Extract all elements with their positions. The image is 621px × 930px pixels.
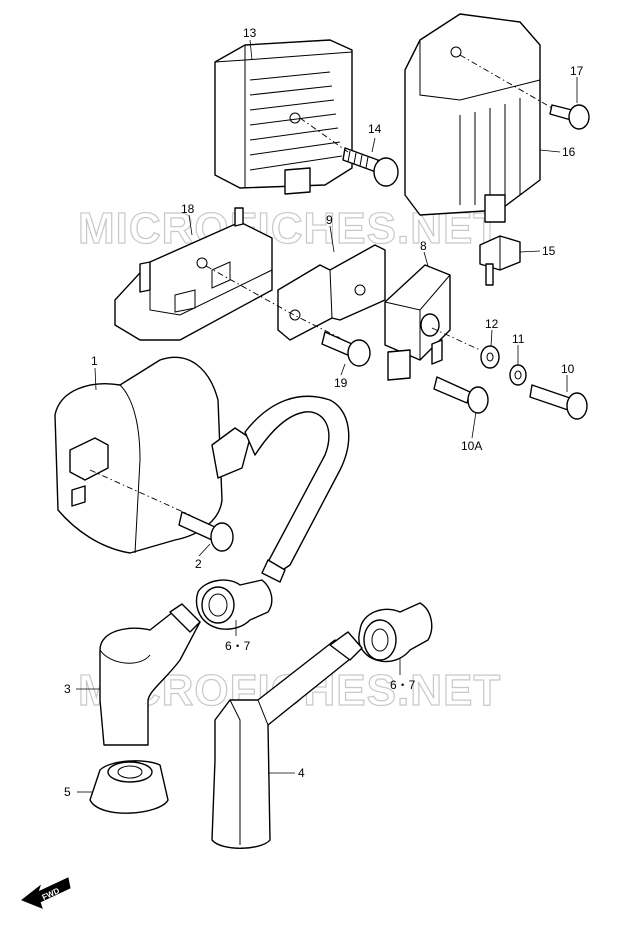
part-10a-screw[interactable] — [433, 376, 489, 414]
callout-16: 16 — [562, 145, 576, 159]
part-12-washer[interactable] — [480, 345, 500, 369]
callout-8: 8 — [420, 239, 427, 253]
callout-18: 18 — [181, 202, 195, 216]
callout-19: 19 — [334, 376, 348, 390]
part-1-ignition-coil[interactable] — [54, 356, 350, 583]
part-10-screw[interactable] — [529, 384, 588, 420]
callout-11: 11 — [512, 332, 525, 346]
callout-14: 14 — [368, 122, 382, 136]
part-5-cover[interactable] — [89, 760, 169, 814]
callout-5: 5 — [64, 785, 71, 799]
callout-17: 17 — [570, 64, 584, 78]
part-6-7-seal-lower[interactable] — [358, 602, 433, 663]
fwd-arrow: FWD — [21, 877, 71, 909]
part-11-lockwasher[interactable] — [509, 364, 527, 386]
part-2-screw[interactable] — [178, 511, 234, 552]
callout-4: 4 — [298, 766, 305, 780]
fwd-label: FWD — [41, 886, 62, 902]
callout-2: 2 — [195, 557, 202, 571]
part-17-screw[interactable] — [549, 104, 590, 130]
part-6-7-seal-upper[interactable] — [195, 579, 273, 630]
part-18-bracket[interactable] — [114, 207, 273, 341]
callout-9: 9 — [326, 213, 333, 227]
part-16-regulator[interactable] — [404, 13, 541, 223]
part-13-regulator[interactable] — [214, 39, 353, 195]
callout-10: 10 — [561, 362, 575, 376]
callout-6-7-lower: 6・7 — [390, 678, 416, 692]
callout-6-7-upper: 6・7 — [225, 639, 251, 653]
part-9-plate[interactable] — [277, 244, 386, 341]
part-14-screw[interactable] — [342, 147, 399, 187]
callout-3: 3 — [64, 682, 71, 696]
part-3-plug-cap[interactable] — [99, 603, 201, 746]
callout-15: 15 — [542, 244, 556, 258]
part-19-screw[interactable] — [321, 331, 371, 367]
callout-1: 1 — [91, 354, 98, 368]
part-4-plug-cap[interactable] — [211, 631, 363, 849]
part-15-connector[interactable] — [479, 235, 521, 286]
callout-12: 12 — [485, 317, 499, 331]
leader-lines — [76, 39, 578, 793]
callout-10a: 10A — [461, 439, 482, 453]
part-8-igniter[interactable] — [384, 264, 451, 381]
callout-13: 13 — [243, 26, 257, 40]
callouts: 13 14 17 16 18 9 8 15 12 11 10 19 10A 1 … — [64, 26, 584, 799]
